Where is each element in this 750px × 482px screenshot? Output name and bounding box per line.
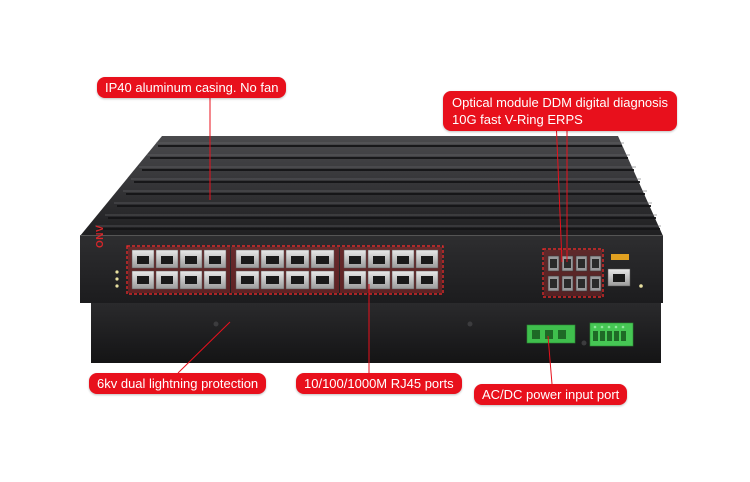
callout-lightning-protection: 6kv dual lightning protection bbox=[89, 373, 267, 394]
callout-lightning-text: 6kv dual lightning protection bbox=[97, 376, 259, 391]
chassis-base bbox=[91, 303, 661, 363]
brand-logo: ONV bbox=[95, 224, 106, 248]
callout-rj45-ports: 10/100/1000M RJ45 ports bbox=[296, 373, 462, 394]
sfp-port-array bbox=[542, 248, 604, 298]
callout-casing-text: IP40 aluminum casing. No fan bbox=[105, 80, 279, 95]
power-terminal-block bbox=[526, 322, 634, 347]
callout-ports-text: 10/100/1000M RJ45 ports bbox=[304, 376, 454, 391]
callout-aluminum-casing: IP40 aluminum casing. No fan bbox=[97, 77, 287, 98]
callout-optical-line1: Optical module DDM digital diagnosis bbox=[452, 95, 669, 110]
callout-leader-lines bbox=[177, 97, 568, 385]
callout-power-input: AC/DC power input port bbox=[474, 384, 628, 405]
callout-optical-line2: 10G fast V-Ring ERPS bbox=[452, 112, 583, 127]
status-led-group bbox=[115, 270, 119, 288]
rj45-port-array bbox=[126, 245, 444, 295]
callout-optical-module: Optical module DDM digital diagnosis 10G… bbox=[443, 91, 678, 131]
callout-power-text: AC/DC power input port bbox=[482, 387, 620, 402]
console-port bbox=[607, 254, 643, 288]
chassis-top-heatsink bbox=[80, 136, 663, 236]
